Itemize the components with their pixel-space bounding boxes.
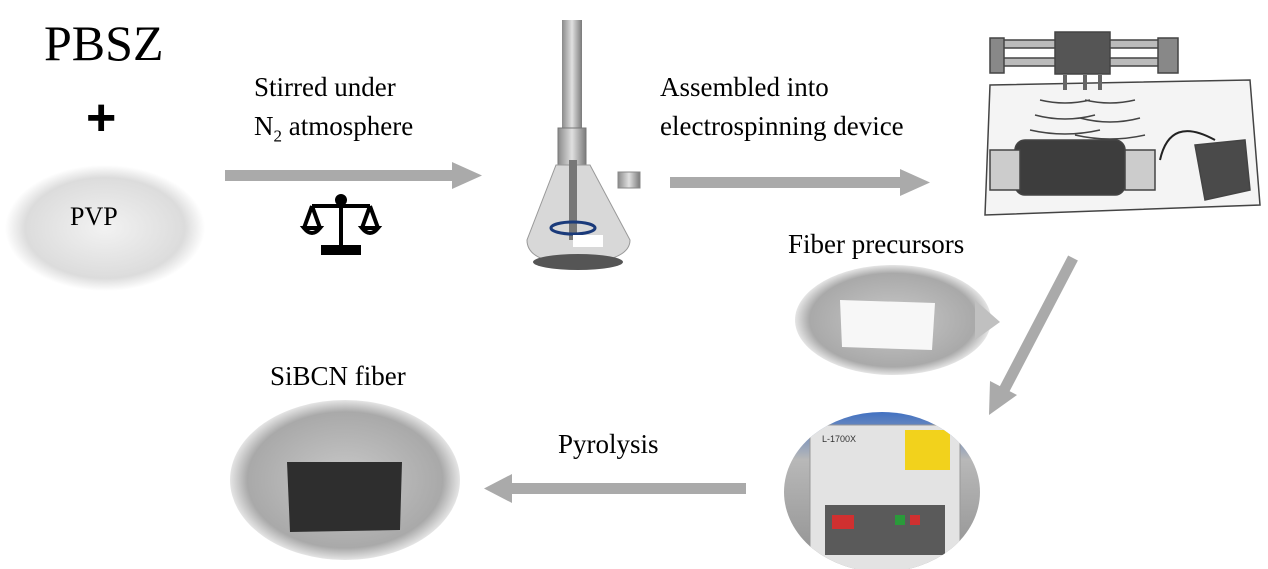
fiber-precursors-label: Fiber precursors (788, 229, 965, 259)
pvp-label: PVP (70, 202, 118, 231)
tube-furnace-image: L-1700X (784, 412, 980, 569)
n2-symbol: N (254, 111, 274, 141)
svg-text:L-1700X: L-1700X (822, 434, 856, 444)
sibcn-fiber-image (230, 400, 460, 560)
pyrolysis-label: Pyrolysis (558, 429, 659, 459)
step2-line2: electrospinning device (660, 111, 904, 141)
arrow-4 (484, 474, 746, 503)
step1-line1: Stirred under (254, 72, 396, 102)
arrow-2 (670, 169, 930, 196)
arrow-3 (989, 255, 1078, 415)
flask-image (526, 20, 641, 270)
balance-scale-icon (299, 194, 383, 255)
atmosphere-text: atmosphere (282, 111, 414, 141)
n2-subscript: 2 (273, 126, 283, 146)
arrow-1 (225, 162, 482, 189)
pbsz-label: PBSZ (44, 15, 164, 71)
plus-sign: + (86, 89, 117, 147)
electrospinning-device-image (984, 31, 1261, 216)
step1-line2: N2 atmosphere (254, 111, 413, 146)
pvp-powder-image (5, 165, 205, 291)
fiber-precursor-image (795, 265, 1000, 375)
step2-line1: Assembled into (660, 72, 829, 102)
sibcn-fiber-label: SiBCN fiber (270, 361, 406, 391)
